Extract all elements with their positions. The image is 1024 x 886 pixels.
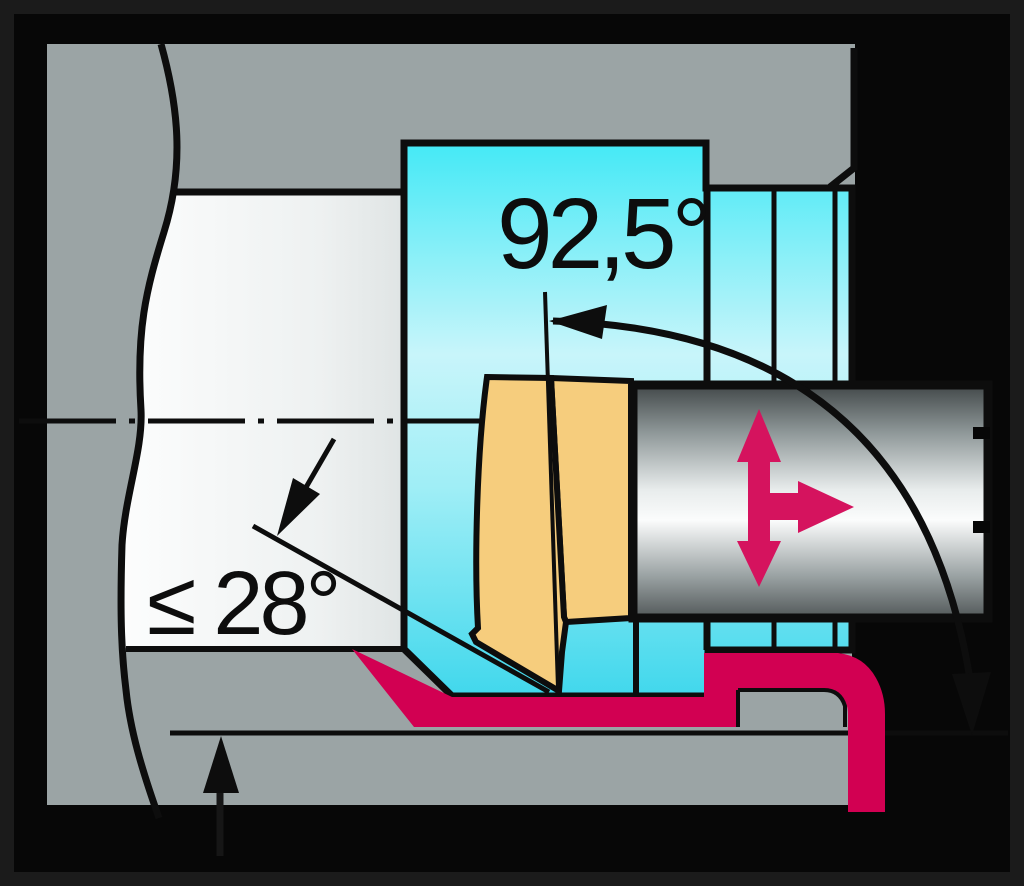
horizontal-arrow-shaft xyxy=(762,493,800,520)
feed-direction-arrows-icon xyxy=(737,409,854,587)
label-point-angle: 92,5° xyxy=(497,178,707,290)
workpiece-bottom-edge xyxy=(47,805,872,819)
surface-arrowhead-icon xyxy=(203,736,239,793)
up-arrowhead-icon xyxy=(737,409,781,462)
label-ramp-angle: ≤ 28° xyxy=(147,554,338,654)
cutting-insert xyxy=(468,373,634,697)
bar-break-notch-2 xyxy=(973,521,990,533)
ramp-angle-line xyxy=(251,523,551,695)
ramp-arrowhead-icon xyxy=(277,478,320,536)
right-arrowhead-icon xyxy=(798,481,854,533)
ramp-angle-annotation xyxy=(251,437,551,695)
vertical-arrow-shaft xyxy=(748,460,770,544)
bore-entry-chamfer xyxy=(827,48,858,190)
angle-dimension-arc xyxy=(549,305,991,735)
down-arrowhead-icon xyxy=(737,541,781,587)
arc-left-arrowhead-icon xyxy=(549,305,607,339)
bar-break-notch-1 xyxy=(973,427,990,439)
insert-front-face xyxy=(468,373,570,697)
surface-pointer-arrow xyxy=(203,736,239,856)
break-line xyxy=(117,43,181,820)
arc-down-arrowhead-icon xyxy=(952,672,991,735)
angle-reference-line xyxy=(543,291,560,689)
step-outline xyxy=(736,688,847,727)
arc-curve xyxy=(552,317,975,687)
